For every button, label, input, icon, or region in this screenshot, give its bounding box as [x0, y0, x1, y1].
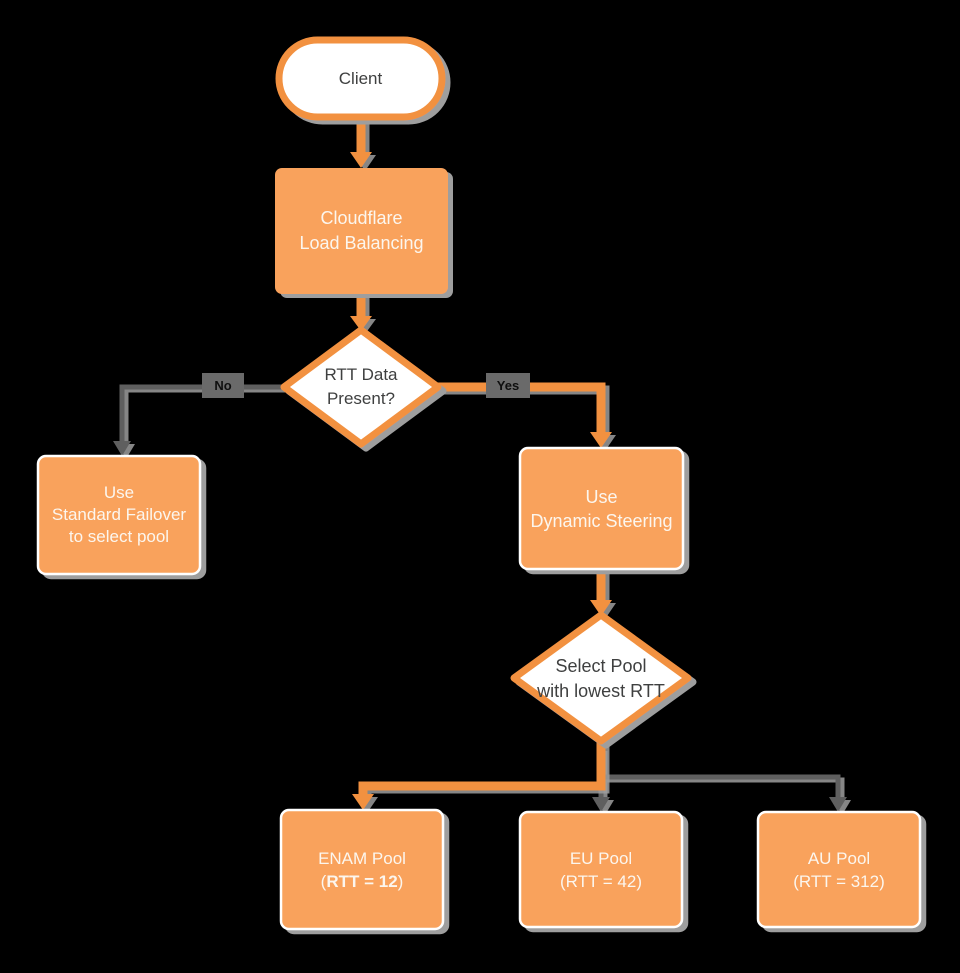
- node-shapes: [36, 36, 922, 931]
- arrowhead-enam-icon: [352, 794, 374, 810]
- arrowhead-lb-icon: [350, 152, 372, 168]
- standard-failover-node-shape: [36, 454, 202, 576]
- arrowhead-dyn-icon: [590, 432, 612, 448]
- eu-pool-node-shape: [518, 810, 684, 929]
- arrowhead-rtt-icon: [350, 316, 372, 331]
- dynamic-steering-node-shape: [518, 446, 685, 571]
- edge-au-path: [601, 774, 841, 798]
- rtt-decision-diamond-shape: [280, 326, 442, 448]
- pool-decision-diamond-shape: [510, 611, 692, 745]
- load-balancer-node-shape: [275, 168, 448, 294]
- edges-gray: [113, 384, 847, 812]
- edge-no-path: [119, 384, 284, 445]
- enam-pool-node-shape: [279, 808, 445, 931]
- arrowhead-pool-icon: [590, 600, 612, 616]
- arrowhead-au-icon: [829, 797, 847, 812]
- edge-enam-path: [358, 740, 606, 795]
- arrowhead-no-icon: [113, 441, 131, 456]
- arrowhead-eu-icon: [592, 797, 610, 812]
- au-pool-node-shape: [756, 810, 922, 929]
- client-node-shape: [275, 36, 446, 121]
- edge-yes-path: [436, 382, 606, 433]
